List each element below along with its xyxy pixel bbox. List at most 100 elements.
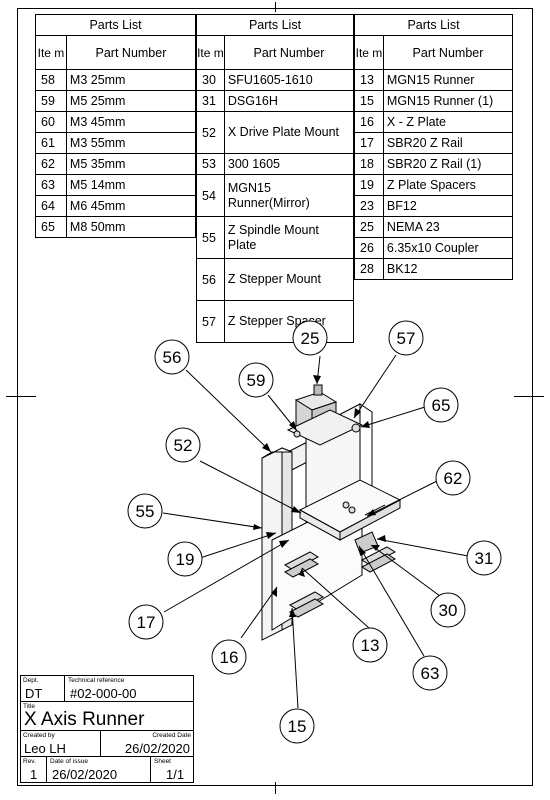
part-number: M6 45mm: [65, 195, 197, 217]
part-number: SFU1605-1610: [223, 69, 355, 91]
balloon-number: 65: [432, 396, 451, 415]
item-balloon: 55: [127, 493, 163, 529]
part-number: MGN15 Runner (1): [382, 90, 514, 112]
assembly-geometry: [261, 384, 402, 641]
part-number: NEMA 23: [382, 216, 514, 238]
balloon-number: 15: [288, 717, 307, 736]
item-number: 17: [354, 132, 384, 154]
item-balloon: 15: [279, 708, 315, 744]
balloon-number: 63: [421, 664, 440, 683]
balloon-number: 17: [137, 613, 156, 632]
dept-label: Dept.: [23, 677, 39, 684]
item-column-header: Ite m: [35, 35, 67, 70]
item-number: 31: [196, 90, 225, 112]
part-number: M8 50mm: [65, 216, 197, 238]
item-number: 16: [354, 111, 384, 133]
balloon-circle: [352, 627, 388, 663]
item-balloon: 63: [412, 655, 448, 691]
leader-arrowheads: [253, 375, 386, 617]
item-column-header: Ite m: [196, 35, 225, 70]
item-number: 52: [196, 111, 225, 154]
balloon-number: 62: [444, 469, 463, 488]
created-date-value: 26/02/2020: [124, 741, 190, 756]
sheet-label: Sheet: [154, 758, 171, 765]
techref-label: Technical reference: [68, 677, 125, 684]
item-balloon: 25: [292, 320, 328, 356]
balloon-circle: [279, 708, 315, 744]
item-balloon: 65: [423, 387, 459, 423]
item-number: 18: [354, 153, 384, 175]
item-column-header: Ite m: [354, 35, 384, 70]
balloon-circle: [412, 655, 448, 691]
balloon-circle: [167, 541, 203, 577]
balloon-circle: [466, 540, 502, 576]
dept-value: DT: [25, 686, 43, 701]
item-balloon: 57: [388, 320, 424, 356]
techref-value: #02-000-00: [70, 686, 137, 701]
balloon-circle: [423, 387, 459, 423]
part-number: M5 35mm: [65, 153, 197, 175]
balloon-number: 30: [439, 601, 458, 620]
item-balloon: 13: [352, 627, 388, 663]
part-number: BK12: [382, 258, 514, 280]
balloon-circle: [435, 460, 471, 496]
center-mark-left: [6, 396, 36, 397]
item-balloon: 31: [466, 540, 502, 576]
sheet-cell: [150, 756, 194, 783]
part-number: BF12: [382, 195, 514, 217]
part-number: Z Spindle Mount Plate: [223, 216, 355, 259]
item-number: 64: [35, 195, 67, 217]
rev-value: 1: [30, 767, 38, 782]
part-number: M3 55mm: [65, 132, 197, 154]
balloon-circle: [211, 639, 247, 675]
item-number: 55: [196, 216, 225, 259]
center-mark-right: [514, 396, 544, 397]
balloon-number: 52: [174, 436, 193, 455]
part-number: M5 25mm: [65, 90, 197, 112]
created-by-label: Created by: [23, 732, 55, 739]
created-date-label: Created Date: [152, 732, 191, 739]
balloon-circle: [430, 592, 466, 628]
leader-lines: [162, 354, 469, 709]
balloon-circle: [127, 493, 163, 529]
item-balloon: 30: [430, 592, 466, 628]
part-number: SBR20 Z Rail (1): [382, 153, 514, 175]
part-number: MGN15 Runner: [382, 69, 514, 91]
item-number: 56: [196, 258, 225, 301]
item-number: 28: [354, 258, 384, 280]
title-block: Dept. DT Technical reference #02-000-00 …: [20, 675, 194, 783]
part-number-column-header: Part Number: [223, 35, 355, 70]
item-balloon: 17: [128, 604, 164, 640]
part-number: X Drive Plate Mount: [223, 111, 355, 154]
item-number: 30: [196, 69, 225, 91]
balloon-number: 57: [397, 329, 416, 348]
item-number: 26: [354, 237, 384, 259]
drawing-title: X Axis Runner: [24, 709, 145, 730]
issue-date-value: 26/02/2020: [52, 767, 118, 782]
item-number: 65: [35, 216, 67, 238]
rev-label: Rev.: [23, 758, 36, 765]
item-balloon: 16: [211, 639, 247, 675]
part-number-column-header: Part Number: [65, 35, 197, 70]
center-mark-top: [275, 2, 276, 12]
created-by-value: Leo LH: [24, 741, 66, 756]
